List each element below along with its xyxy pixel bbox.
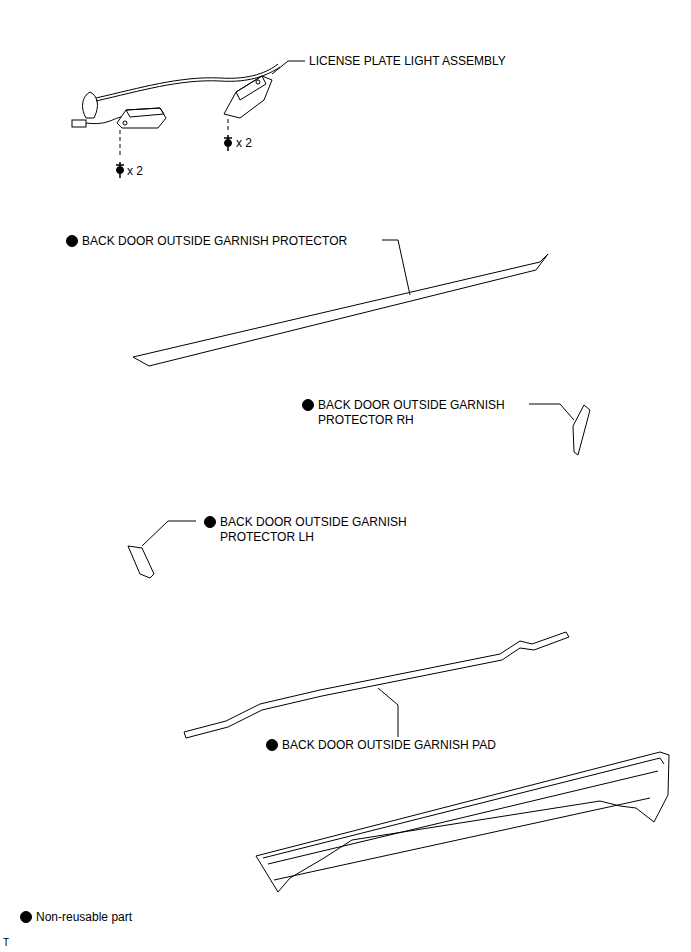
leader-line (142, 521, 196, 546)
leader-line (378, 688, 398, 737)
part-name: BACK DOOR OUTSIDE GARNISH PROTECTOR RH (318, 398, 533, 428)
part-name: BACK DOOR OUTSIDE GARNISH PAD (282, 738, 496, 753)
quantity-label: x 2 (127, 164, 143, 179)
garnish-pad (184, 632, 569, 738)
non-reusable-mark (67, 236, 78, 247)
non-reusable-mark (303, 400, 314, 411)
legend-text: Non-reusable part (36, 910, 132, 925)
leader-line (529, 404, 574, 420)
part-name: LICENSE PLATE LIGHT ASSEMBLY (309, 54, 506, 69)
non-reusable-mark (267, 740, 278, 751)
legend-symbol (21, 912, 32, 923)
garnish-protector (133, 254, 548, 366)
non-reusable-mark (205, 517, 216, 528)
protector-rh (573, 405, 590, 455)
leader-line (382, 240, 410, 295)
part-name: BACK DOOR OUTSIDE GARNISH PROTECTOR (82, 234, 347, 249)
license-plate-light (72, 64, 280, 178)
protector-lh (128, 546, 154, 578)
outside-garnish (256, 752, 669, 892)
part-name: BACK DOOR OUTSIDE GARNISH PROTECTOR LH (220, 515, 435, 545)
corner-mark: T (3, 937, 9, 949)
quantity-label: x 2 (236, 136, 252, 151)
leader-line (272, 61, 305, 74)
